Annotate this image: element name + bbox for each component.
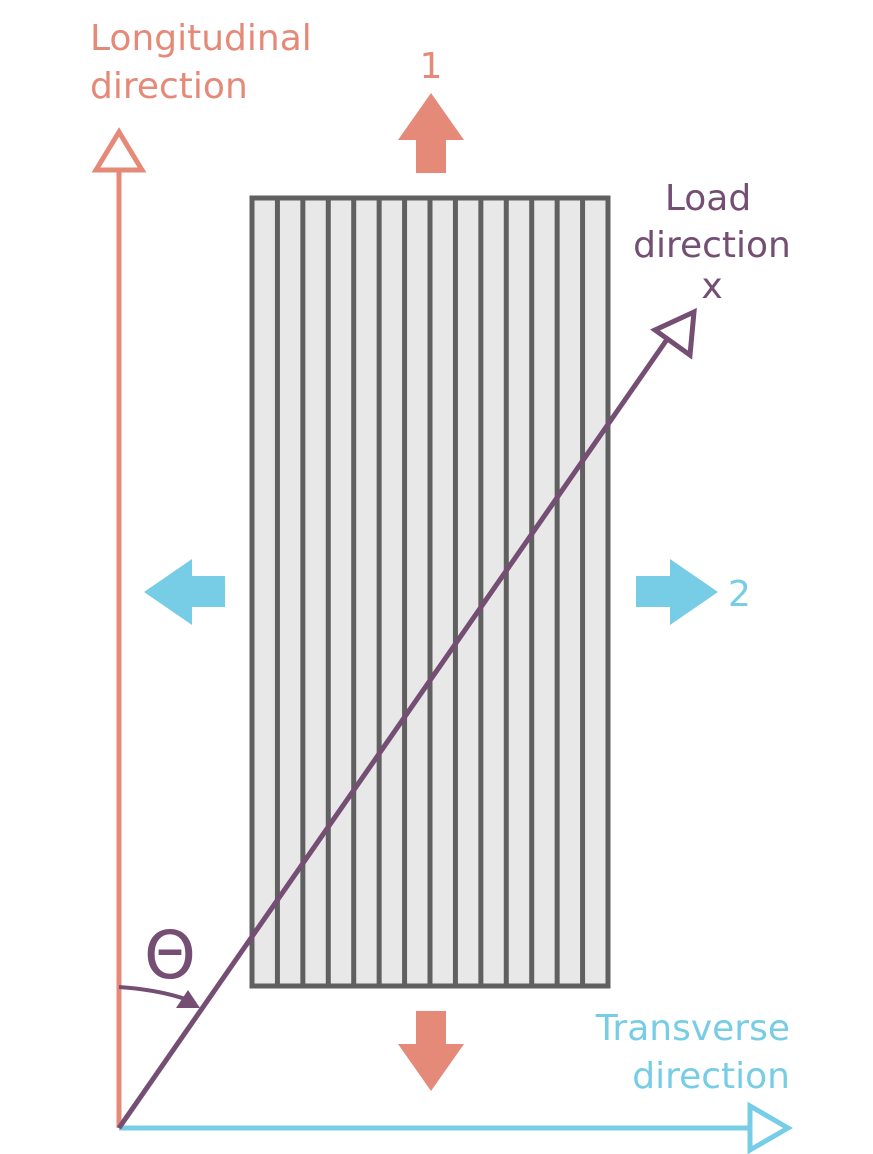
- arrow-right-icon: [636, 559, 718, 625]
- longitudinal-label-line1: Longitudinal: [90, 18, 312, 59]
- angle-arrowhead-icon: [176, 990, 200, 1008]
- axis-2-label: 2: [728, 574, 751, 615]
- load-arrowhead-icon: [650, 307, 697, 360]
- longitudinal-arrowhead-icon: [91, 127, 147, 173]
- transverse-label-line1: Transverse: [595, 1008, 790, 1049]
- transverse-axis: [119, 1101, 793, 1154]
- longitudinal-label-line2: direction: [90, 66, 248, 107]
- longitudinal-axis: [91, 127, 147, 1128]
- load-direction-line: [116, 336, 671, 1130]
- arrow-down-icon: [398, 1011, 464, 1091]
- angle-indicator: [118, 985, 200, 1008]
- axis-1-label: 1: [420, 46, 443, 87]
- angle-label: Θ: [144, 917, 196, 994]
- fiber-lamina: [249, 195, 611, 989]
- transverse-arrowhead-icon: [747, 1101, 793, 1154]
- arrow-left-icon: [144, 559, 225, 625]
- fiber-lines: [274, 198, 586, 986]
- load-direction-axis: [116, 307, 697, 1130]
- load-label-line1: Load: [665, 178, 751, 219]
- load-label-line2: direction: [633, 225, 791, 266]
- load-symbol-label: x: [701, 266, 722, 307]
- transverse-label-line2: direction: [632, 1056, 790, 1097]
- arrow-up-icon: [398, 93, 464, 173]
